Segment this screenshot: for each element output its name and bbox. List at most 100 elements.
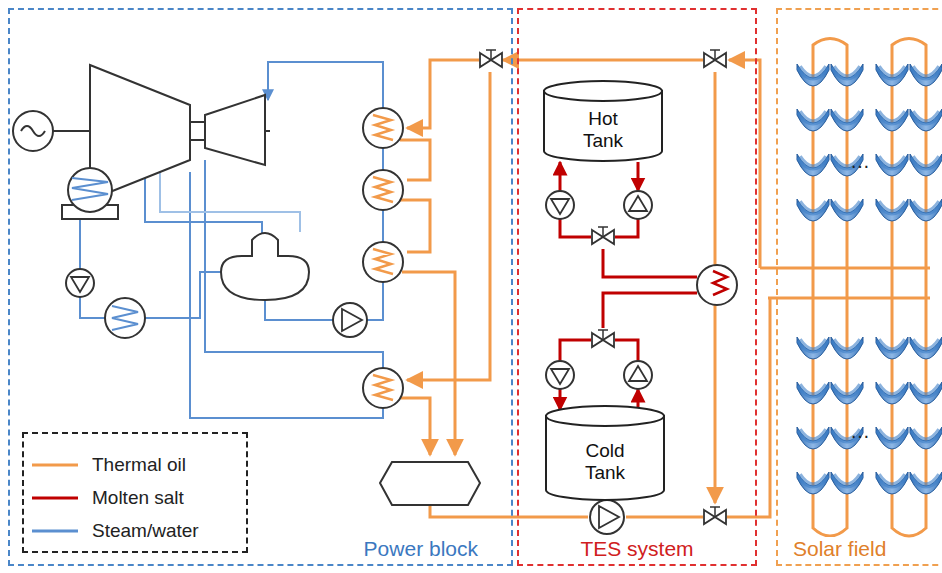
- legend-box: Thermal oilMolten saltSteam/water: [22, 432, 248, 553]
- drawing-part: [503, 59, 703, 62]
- drawing-part: [559, 389, 562, 410]
- salt-pump: [624, 361, 652, 389]
- trough-collector: [910, 64, 942, 86]
- trough-collector: [797, 64, 829, 86]
- trough-collector: [831, 472, 863, 494]
- drawing-part: [401, 398, 430, 455]
- trough-collector: [797, 109, 829, 131]
- trough-collector: [876, 427, 908, 449]
- deaerator: [221, 233, 309, 300]
- trough-collector: [831, 199, 863, 221]
- drawing-part: [160, 160, 300, 232]
- drawing-part: [626, 516, 703, 519]
- drawing-part: [80, 297, 105, 318]
- boiler-feed-pump: [333, 303, 367, 337]
- salt-piping: [560, 162, 697, 410]
- valve: [592, 227, 614, 244]
- storage-tank: Cold Tank: [545, 405, 665, 501]
- valve: [704, 50, 726, 67]
- trough-collector: [831, 382, 863, 404]
- expansion-vessel: [380, 462, 480, 505]
- salt-pump: [546, 191, 574, 219]
- low-pressure-heater: [105, 298, 145, 338]
- trough-collector: [797, 337, 829, 359]
- feed-pump: [66, 269, 94, 297]
- trough-collector: [910, 427, 942, 449]
- ellipsis-label: …: [850, 420, 870, 443]
- drawing-part: [400, 200, 430, 252]
- drawing-part: [760, 267, 930, 270]
- drawing-part: [32, 497, 78, 500]
- trough-collector: [876, 382, 908, 404]
- oil-piping: [400, 60, 930, 517]
- trough-collector: [876, 109, 908, 131]
- drawing-part: [382, 210, 384, 242]
- tank-label: Hot Tank: [543, 108, 663, 152]
- trough-collector: [831, 337, 863, 359]
- drawing-part: [32, 464, 78, 467]
- system-region: Solar field: [776, 8, 942, 566]
- trough-collector: [876, 472, 908, 494]
- legend-line: [32, 526, 78, 536]
- superheater: [363, 108, 403, 148]
- drawing-part: [407, 72, 490, 380]
- trough-collector: [831, 109, 863, 131]
- drawing-part: [546, 406, 664, 426]
- legend-row: Thermal oil: [32, 452, 186, 478]
- drawing-part: [544, 81, 662, 101]
- drawing-part: [190, 172, 383, 418]
- trough-collector: [876, 337, 908, 359]
- drawing-part: [112, 306, 138, 330]
- drawing-part: [727, 298, 770, 517]
- drawing-part: [265, 300, 336, 320]
- preheater: [363, 242, 403, 282]
- salt-pump: [546, 361, 574, 389]
- drawing-part: [268, 62, 383, 108]
- drawing-part: [714, 305, 717, 503]
- drawing-part: [637, 162, 640, 191]
- turbine-generator: [13, 65, 270, 200]
- steam-piping: [80, 62, 383, 418]
- trough-collector: [831, 64, 863, 86]
- drawing-part: [190, 122, 205, 140]
- trough-collector: [910, 337, 942, 359]
- trough-collector: [910, 199, 942, 221]
- drawing-part: [430, 505, 588, 517]
- drawing-part: [402, 272, 455, 455]
- drawing-part: [145, 272, 221, 318]
- drawing-part: [68, 168, 112, 212]
- legend-text: Steam/water: [92, 520, 199, 542]
- evaporator: [363, 170, 403, 210]
- drawing-part: [32, 530, 78, 533]
- storage-tank: Hot Tank: [543, 80, 663, 162]
- tank-label: Cold Tank: [545, 440, 665, 484]
- trough-collector: [910, 154, 942, 176]
- drawing-part: [79, 214, 81, 269]
- region-label: Solar field: [790, 537, 889, 561]
- drawing-part: [382, 148, 384, 170]
- valve: [704, 507, 726, 524]
- reheater: [363, 368, 403, 408]
- drawing-part: [714, 72, 717, 265]
- legend-line: [32, 460, 78, 470]
- drawing-part: [21, 126, 45, 136]
- condenser: [62, 168, 118, 219]
- salt-pump: [624, 191, 652, 219]
- trough-collector: [797, 382, 829, 404]
- drawing-part: [603, 293, 697, 328]
- legend-line: [32, 493, 78, 503]
- trough-collector: [797, 154, 829, 176]
- drawing-part: [13, 111, 53, 151]
- drawing-part: [615, 340, 638, 361]
- drawing-part: [72, 178, 108, 200]
- legend-row: Molten salt: [32, 485, 184, 511]
- drawing-part: [603, 249, 697, 277]
- legend-text: Thermal oil: [92, 454, 186, 476]
- drawing-part: [407, 60, 479, 128]
- drawing-part: [615, 219, 638, 237]
- drawing-part: [560, 340, 591, 361]
- trough-collector: [910, 382, 942, 404]
- drawing-part: [400, 140, 430, 180]
- trough-collector: [797, 199, 829, 221]
- legend-row: Steam/water: [32, 518, 199, 544]
